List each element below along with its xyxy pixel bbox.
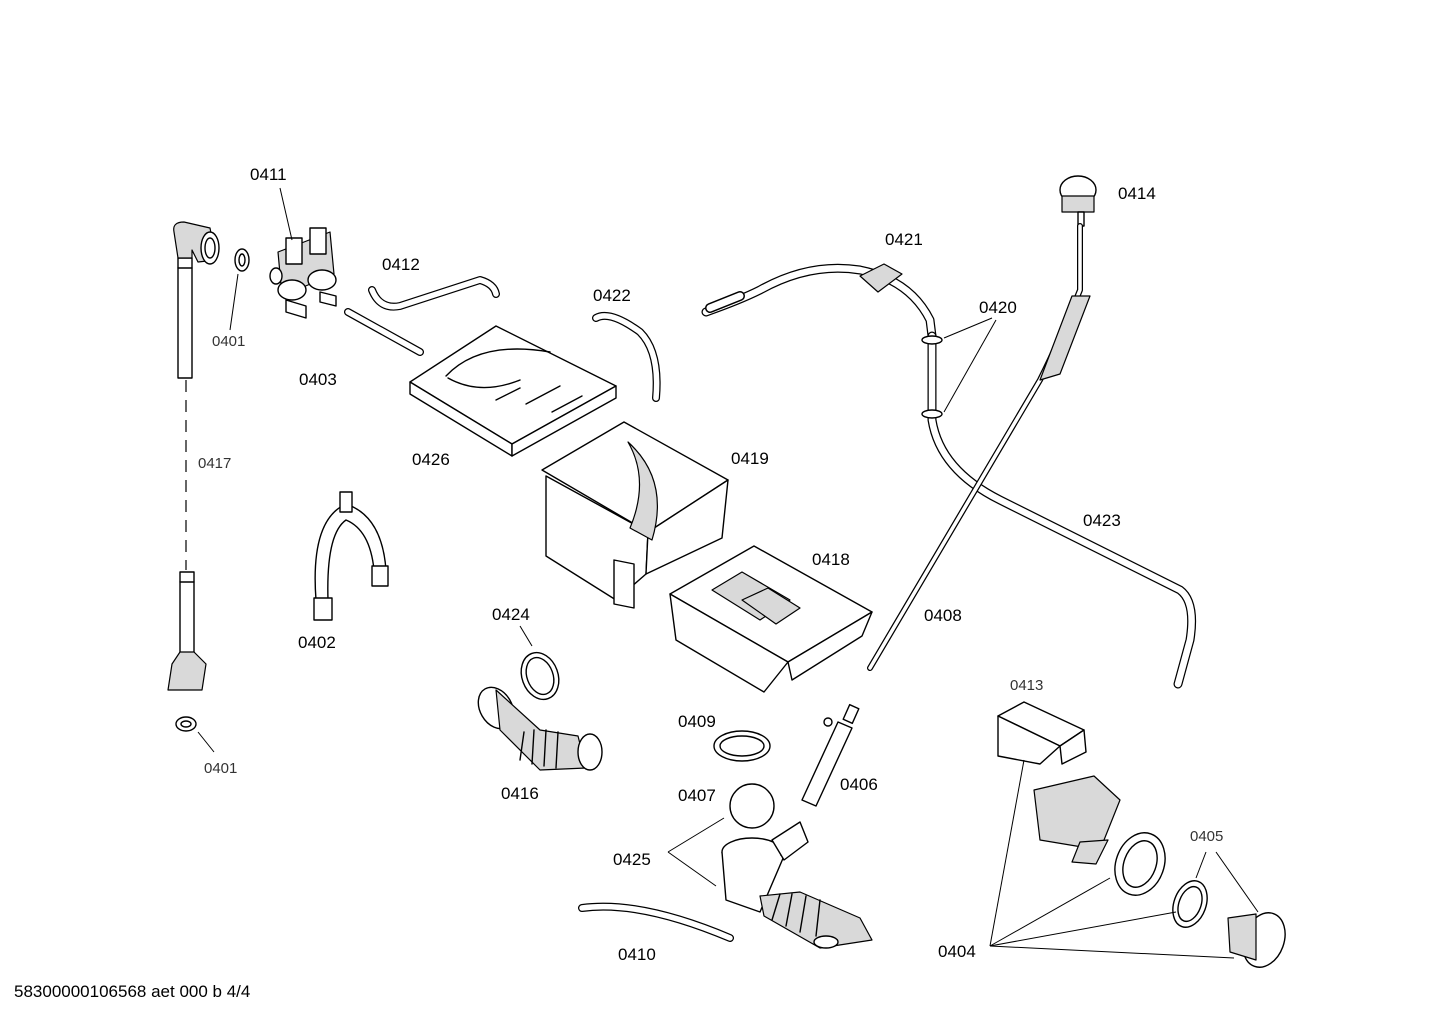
label-0403: 0403 [299, 370, 337, 389]
part-cover-0413 [997, 701, 1087, 765]
part-sensor-0406 [801, 703, 860, 807]
part-inlet-hose-bottom [167, 571, 207, 691]
label-0418: 0418 [812, 550, 850, 569]
label-0425: 0425 [613, 850, 651, 869]
part-filter-0405 [1227, 912, 1286, 968]
part-clip-0420-top [921, 335, 943, 345]
label-0402: 0402 [298, 633, 336, 652]
label-0409: 0409 [678, 712, 716, 731]
label-0416: 0416 [501, 784, 539, 803]
document-footer: 58300000106568 aet 000 b 4/4 [14, 982, 250, 1001]
label-0422: 0422 [593, 286, 631, 305]
label-0412: 0412 [382, 255, 420, 274]
part-bellows-hose-0416 [477, 686, 603, 771]
label-0405: 0405 [1190, 828, 1223, 845]
label-0401-top: 0401 [212, 333, 245, 350]
label-0406: 0406 [840, 775, 878, 794]
label-0408: 0408 [924, 606, 962, 625]
label-0407: 0407 [678, 786, 716, 805]
label-0419: 0419 [731, 449, 769, 468]
label-0401-bottom: 0401 [204, 760, 237, 777]
part-pressure-switch-0414 [1059, 175, 1097, 227]
label-0426: 0426 [412, 450, 450, 469]
part-bracket-0402 [313, 491, 389, 621]
part-washer-0401-top [234, 248, 250, 272]
part-drain-pump-0404 [1033, 775, 1166, 896]
label-0410: 0410 [618, 945, 656, 964]
label-0420: 0420 [979, 298, 1017, 317]
label-0413: 0413 [1010, 677, 1043, 694]
part-drawer-housing-0419 [541, 421, 729, 609]
part-hose-0423 [927, 331, 1197, 689]
label-0411: 0411 [250, 165, 287, 184]
part-washer-0401-bottom [175, 716, 197, 732]
part-dispenser-cover-0426 [409, 325, 617, 457]
label-0404: 0404 [938, 942, 976, 961]
part-clip-0420-bottom [921, 409, 943, 419]
label-0417: 0417 [198, 455, 231, 472]
label-0423: 0423 [1083, 511, 1121, 530]
label-0414: 0414 [1118, 184, 1156, 203]
part-sump-hose-0425 [721, 821, 873, 949]
part-inlet-valve-0411 [269, 227, 337, 319]
label-0424: 0424 [492, 605, 530, 624]
part-detergent-drawer-0418 [669, 545, 873, 693]
label-0421: 0421 [885, 230, 923, 249]
part-inlet-hose-top [173, 221, 220, 379]
part-ball-0407 [729, 783, 775, 829]
